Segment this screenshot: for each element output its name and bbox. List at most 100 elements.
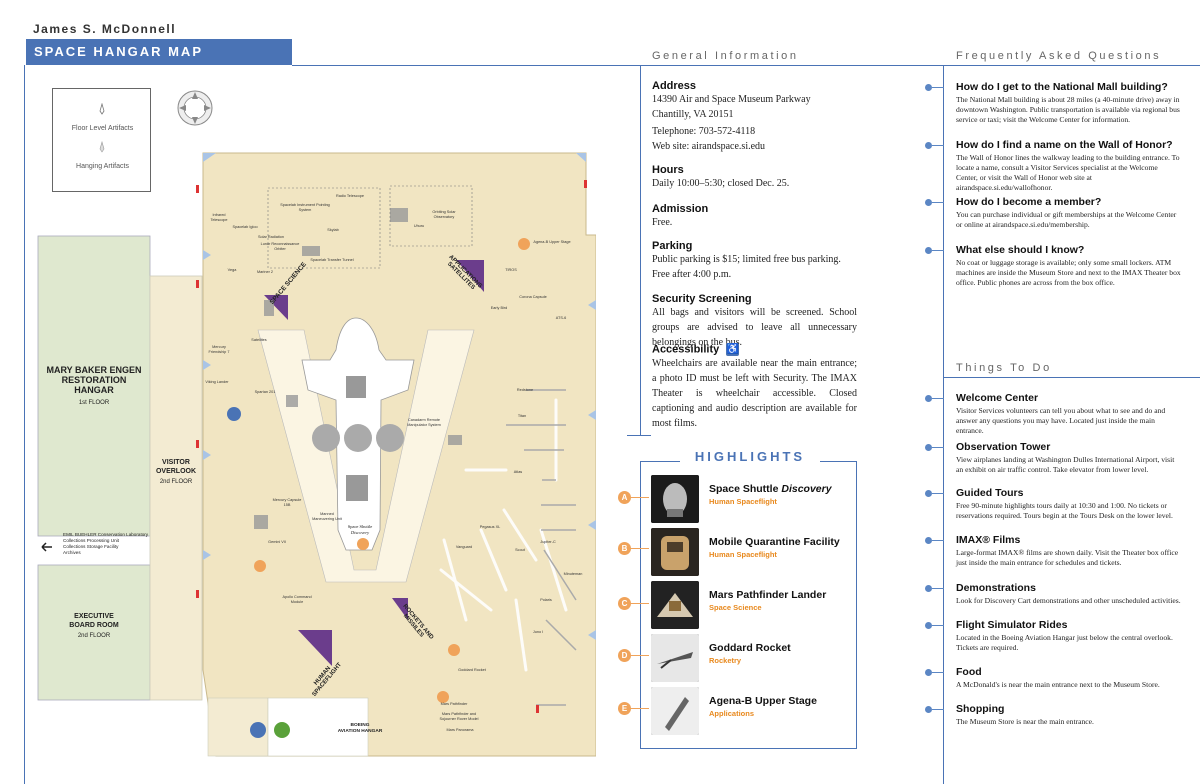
accessibility-heading: Accessibility: [652, 343, 720, 356]
todo-bullet: [925, 444, 932, 451]
map-label-infrared: Infrared Telescope: [210, 213, 228, 222]
todo-bullet-line: [932, 398, 944, 399]
page-title: SPACE HANGAR MAP: [26, 39, 292, 65]
highlights-panel: Space Shuttle Discovery Human Spacefligh…: [640, 461, 857, 749]
todo-bullet-line: [932, 540, 944, 541]
todo-bullet-line: [932, 709, 944, 710]
highlight-item[interactable]: Agena-B Upper Stage Applications: [651, 687, 851, 735]
todo-title: Demonstrations: [956, 582, 1036, 594]
legend-floor-label: Floor Level Artifacts: [71, 125, 134, 132]
todo-desc: Free 90-minute highlights tours daily at…: [956, 501, 1173, 520]
todo-desc: A McDonald's is near the main entrance n…: [956, 680, 1160, 689]
exit-arrow-icon: [41, 542, 52, 552]
floor-artifact-icon: [99, 103, 105, 115]
map-label-uhuru: Uhuru: [413, 224, 425, 228]
map-label-goddard: Goddard Rocket: [458, 668, 486, 672]
parking-line2: Free after 4:00 p.m.: [652, 269, 732, 280]
map-label-titan: Titan: [517, 414, 527, 418]
elevator-icon: [227, 407, 241, 421]
admission-block: Admission Free.: [652, 203, 857, 230]
quarantine-thumbnail: [651, 528, 699, 576]
badge-a: A: [618, 491, 631, 504]
hangar-map: [37, 152, 596, 757]
highlight-category: Applications: [709, 709, 755, 718]
address-heading: Address: [652, 80, 697, 92]
map-label-spacelab-ips: Spacelab Instrument Pointing System: [280, 203, 330, 212]
todo-title: Observation Tower: [956, 441, 1051, 453]
escalator-icon: [250, 722, 266, 738]
map-label-ats6: ATS-6: [555, 316, 567, 320]
map-label-vega: Vega: [227, 268, 237, 272]
rockets-flag: [392, 598, 408, 620]
badge-e: E: [618, 702, 631, 715]
todo-desc: Visitor Services volunteers can tell you…: [956, 406, 1166, 435]
parking-line1: Public parking is $15; limited free bus …: [652, 254, 841, 265]
badge-b: B: [618, 542, 631, 555]
faq-bullet: [925, 84, 932, 91]
map-label-satellites: Satellites: [251, 338, 267, 342]
map-label-polaris: Polaris: [540, 598, 552, 602]
wheelchair-icon: ♿: [726, 343, 740, 356]
map-label-tiros: TIROS: [505, 268, 517, 272]
restoration-hangar-block: [37, 235, 151, 537]
map-label-lro: Lunar Reconnaissance Orbiter: [260, 242, 300, 251]
restroom-icon: [274, 722, 290, 738]
todo-desc: The Museum Store is near the main entran…: [956, 717, 1094, 726]
map-badge-d: [448, 644, 460, 656]
map-label-solar-radiation: Solar Radiation: [258, 235, 284, 239]
pathfinder-thumbnail: [651, 581, 699, 629]
telephone: Telephone: 703-572-4118: [652, 126, 756, 137]
todo-rule: [944, 377, 1200, 378]
badge-d: D: [618, 649, 631, 662]
highlight-item[interactable]: Mobile Quarantine Facility Human Spacefl…: [651, 528, 851, 576]
todo-bullet: [925, 537, 932, 544]
map-label-atlas: Atlas: [513, 470, 523, 474]
faq-item: How do I become a member? You can purcha…: [956, 196, 1181, 230]
todo-bullet-line: [932, 447, 944, 448]
faq-bullet: [925, 142, 932, 149]
hours-text: Daily 10:00–5:30; closed Dec. 25.: [652, 178, 790, 189]
highlight-item[interactable]: Goddard Rocket Rocketry: [651, 634, 851, 682]
faq-item: How do I get to the National Mall buildi…: [956, 81, 1181, 125]
map-label-viking: Viking Lander: [205, 380, 229, 384]
general-info-heading: General Information: [652, 50, 799, 62]
map-label-apollo-cm: Apollo Command Module: [282, 595, 312, 604]
goddard-thumbnail: [651, 634, 699, 682]
map-badge-e: [518, 238, 530, 250]
hours-heading: Hours: [652, 164, 684, 176]
map-label-pegasus: Pegasus XL: [479, 525, 501, 529]
highlight-category: Space Science: [709, 603, 762, 612]
executive-board-room-block: [37, 564, 151, 701]
security-heading: Security Screening: [652, 293, 752, 305]
highlight-category: Rocketry: [709, 656, 742, 665]
map-label-mariner: Mariner 2: [256, 270, 274, 274]
todo-bullet-line: [932, 625, 944, 626]
todo-bullet-line: [932, 672, 944, 673]
faq-answer: You can purchase individual or gift memb…: [956, 210, 1177, 229]
faq-question: What else should I know?: [956, 244, 1085, 256]
highlight-item[interactable]: Mars Pathfinder Lander Space Science: [651, 581, 851, 629]
map-label-pathfinder-model: Mars Pathfinder and Sojourner Rover Mode…: [439, 712, 479, 721]
hanging-artifact-icon: [99, 141, 105, 153]
highlight-item[interactable]: Space Shuttle Discovery Human Spacefligh…: [651, 475, 851, 523]
highlight-category: Human Spaceflight: [709, 497, 777, 506]
todo-title: Flight Simulator Rides: [956, 619, 1068, 631]
map-label-minuteman: Minuteman: [563, 572, 583, 576]
map-badge-a: [357, 538, 369, 550]
highlight-name: Mobile Quarantine Facility: [709, 536, 840, 548]
map-label-corona: Corona Capsule: [519, 295, 547, 299]
map-label-spartan: Spartan 201: [254, 390, 276, 394]
highlights-title: HIGHLIGHTS: [680, 449, 820, 464]
author-name: James S. McDonnell: [33, 22, 177, 36]
general-column-rule: [640, 65, 641, 435]
badge-d-line: [631, 655, 649, 656]
